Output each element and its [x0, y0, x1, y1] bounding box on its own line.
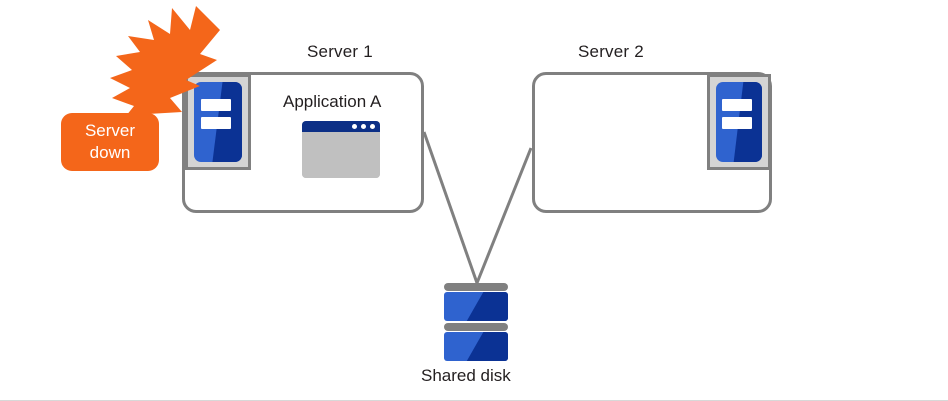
window-dot-icon — [352, 124, 357, 129]
server-icon-body — [716, 82, 762, 162]
server-down-line-1: Server — [84, 121, 136, 140]
shared-disk-icon — [444, 283, 508, 365]
server-2-label: Server 2 — [578, 42, 644, 61]
lightning-burst-icon — [110, 6, 220, 128]
application-a-label: Application A — [283, 92, 382, 111]
disk-cap — [444, 283, 508, 291]
shared-disk-label: Shared disk — [421, 366, 511, 385]
server-machine-icon — [707, 74, 771, 170]
server-down-badge: Server down — [61, 113, 159, 171]
disk-segment — [444, 292, 508, 321]
connector-server1-to-disk — [422, 131, 479, 284]
server-1-label: Server 1 — [307, 42, 373, 61]
application-window-icon — [302, 121, 380, 178]
disk-shade — [466, 292, 508, 321]
server-icon-body — [194, 82, 242, 162]
server-machine-icon — [185, 74, 251, 170]
application-window-titlebar — [302, 121, 380, 132]
disk-shade — [466, 332, 508, 361]
connector-server2-to-disk — [475, 147, 533, 284]
window-dot-icon — [370, 124, 375, 129]
server-icon-bar — [200, 117, 232, 130]
server-icon-bar — [200, 98, 232, 111]
server-down-line-2: down — [89, 143, 131, 162]
server-icon-bar — [722, 98, 752, 111]
application-window-body — [302, 132, 380, 178]
disk-cap — [444, 323, 508, 331]
window-dot-icon — [361, 124, 366, 129]
server-icon-bar — [722, 117, 752, 130]
disk-segment — [444, 332, 508, 361]
